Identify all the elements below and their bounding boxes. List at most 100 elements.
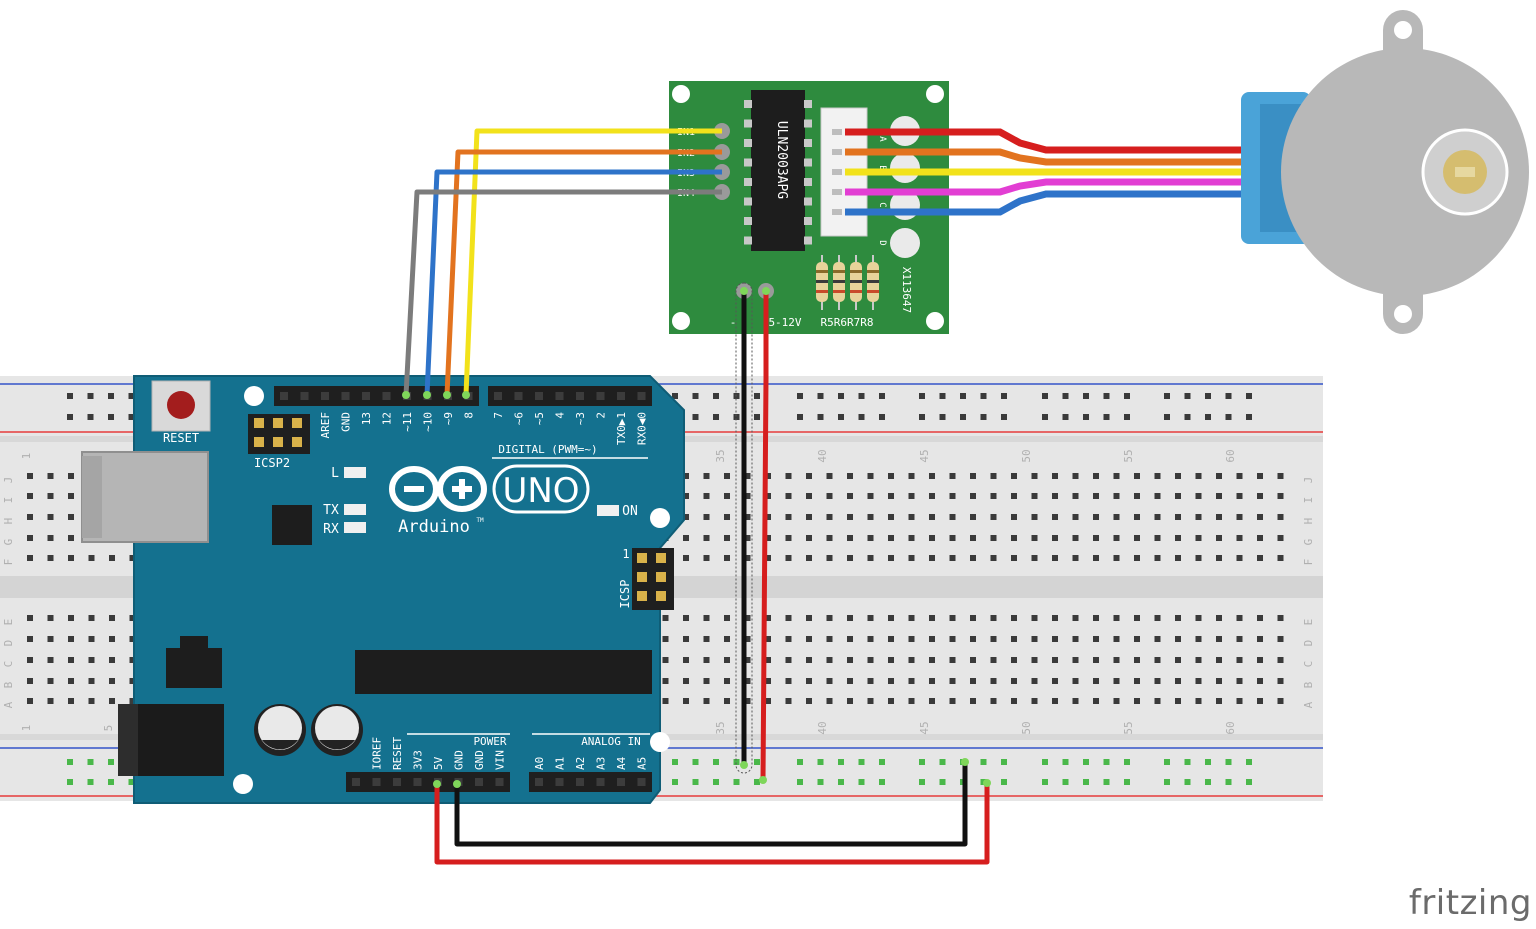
breadboard-hole[interactable] (1052, 615, 1058, 621)
breadboard-hole[interactable] (68, 678, 74, 684)
breadboard-hole[interactable] (1216, 698, 1222, 704)
rail-hole-connected[interactable] (1103, 779, 1110, 785)
breadboard-hole[interactable] (990, 615, 997, 621)
breadboard-hole[interactable] (1154, 514, 1161, 520)
rail-hole-connected[interactable] (1184, 779, 1191, 785)
breadboard-hole[interactable] (1277, 678, 1284, 684)
breadboard-hole[interactable] (68, 535, 74, 541)
breadboard-hole[interactable] (1031, 636, 1038, 642)
breadboard-hole[interactable] (1216, 493, 1222, 499)
rail-hole-connected[interactable] (838, 779, 844, 785)
breadboard-hole[interactable] (970, 657, 976, 663)
breadboard-hole[interactable] (806, 636, 812, 642)
icsp2-pin[interactable] (254, 418, 264, 428)
breadboard-hole[interactable] (949, 698, 956, 704)
breadboard-hole[interactable] (1113, 636, 1120, 642)
breadboard-hole[interactable] (1257, 535, 1263, 541)
breadboard-hole[interactable] (1134, 555, 1140, 561)
breadboard-hole[interactable] (1236, 473, 1243, 479)
breadboard-hole[interactable] (929, 473, 935, 479)
breadboard-hole[interactable] (929, 535, 935, 541)
breadboard-hole[interactable] (1257, 615, 1263, 621)
digital-header-pin[interactable] (341, 392, 350, 400)
breadboard-hole[interactable] (1011, 514, 1017, 520)
rail-hole-connected[interactable] (692, 779, 699, 785)
breadboard-hole[interactable] (888, 678, 894, 684)
digital-header-pin[interactable] (637, 392, 646, 400)
icsp-pin[interactable] (656, 591, 666, 601)
rail-hole[interactable] (980, 393, 987, 399)
breadboard-hole[interactable] (703, 555, 710, 561)
digital-header-pin[interactable] (535, 392, 543, 400)
rail-hole-connected[interactable] (817, 759, 824, 765)
rail-hole[interactable] (1225, 393, 1232, 399)
breadboard-hole[interactable] (1052, 555, 1058, 561)
power-header-pin[interactable] (372, 778, 381, 786)
breadboard-hole[interactable] (908, 615, 915, 621)
breadboard-hole[interactable] (1134, 615, 1140, 621)
wire-driver-vcc[interactable] (760, 291, 769, 781)
breadboard-hole[interactable] (867, 678, 874, 684)
digital-header-pin[interactable] (596, 392, 605, 400)
breadboard-hole[interactable] (888, 636, 894, 642)
power-header-pin[interactable] (393, 778, 401, 786)
breadboard-hole[interactable] (765, 514, 771, 520)
rail-hole[interactable] (858, 393, 865, 399)
breadboard-hole[interactable] (990, 514, 997, 520)
breadboard-hole[interactable] (744, 698, 751, 704)
breadboard-hole[interactable] (744, 514, 751, 520)
breadboard-hole[interactable] (765, 555, 771, 561)
rail-hole-connected[interactable] (754, 759, 760, 765)
rail-hole[interactable] (838, 393, 844, 399)
breadboard-hole[interactable] (68, 636, 74, 642)
breadboard-hole[interactable] (785, 555, 792, 561)
breadboard-hole[interactable] (662, 657, 669, 663)
breadboard-hole[interactable] (1011, 698, 1017, 704)
rail-hole-connected[interactable] (939, 779, 946, 785)
breadboard-hole[interactable] (990, 657, 997, 663)
breadboard-hole[interactable] (1072, 535, 1079, 541)
breadboard-hole[interactable] (1195, 555, 1202, 561)
rail-hole[interactable] (87, 414, 94, 420)
rail-hole[interactable] (1103, 393, 1110, 399)
breadboard-hole[interactable] (47, 657, 54, 663)
rail-hole-connected[interactable] (108, 779, 114, 785)
digital-header-pin[interactable] (300, 392, 309, 400)
breadboard-hole[interactable] (1195, 473, 1202, 479)
rail-hole[interactable] (1001, 393, 1007, 399)
breadboard-hole[interactable] (683, 535, 689, 541)
breadboard-hole[interactable] (806, 555, 812, 561)
breadboard-hole[interactable] (1052, 698, 1058, 704)
breadboard-hole[interactable] (826, 514, 833, 520)
rail-hole[interactable] (1184, 393, 1191, 399)
breadboard-hole[interactable] (847, 636, 853, 642)
breadboard-hole[interactable] (683, 698, 689, 704)
breadboard-hole[interactable] (929, 678, 935, 684)
breadboard-hole[interactable] (68, 493, 74, 499)
digital-header-pin[interactable] (382, 392, 391, 400)
breadboard-hole[interactable] (908, 473, 915, 479)
breadboard-hole[interactable] (908, 535, 915, 541)
breadboard-hole[interactable] (908, 678, 915, 684)
breadboard-hole[interactable] (1031, 493, 1038, 499)
power-header-pin[interactable] (413, 778, 422, 786)
breadboard-hole[interactable] (662, 615, 669, 621)
breadboard-hole[interactable] (867, 473, 874, 479)
breadboard-hole[interactable] (888, 535, 894, 541)
rail-hole-connected[interactable] (672, 779, 678, 785)
breadboard-hole[interactable] (1134, 493, 1140, 499)
breadboard-hole[interactable] (949, 535, 956, 541)
breadboard-hole[interactable] (765, 698, 771, 704)
breadboard-hole[interactable] (1072, 473, 1079, 479)
breadboard-hole[interactable] (129, 555, 136, 561)
rail-hole[interactable] (858, 414, 865, 420)
rail-hole[interactable] (1062, 414, 1069, 420)
breadboard-hole[interactable] (88, 555, 95, 561)
breadboard-hole[interactable] (1011, 493, 1017, 499)
breadboard-hole[interactable] (1277, 615, 1284, 621)
breadboard-hole[interactable] (27, 493, 33, 499)
breadboard-hole[interactable] (744, 555, 751, 561)
breadboard-hole[interactable] (1195, 493, 1202, 499)
breadboard-hole[interactable] (1175, 678, 1181, 684)
breadboard-hole[interactable] (1134, 535, 1140, 541)
